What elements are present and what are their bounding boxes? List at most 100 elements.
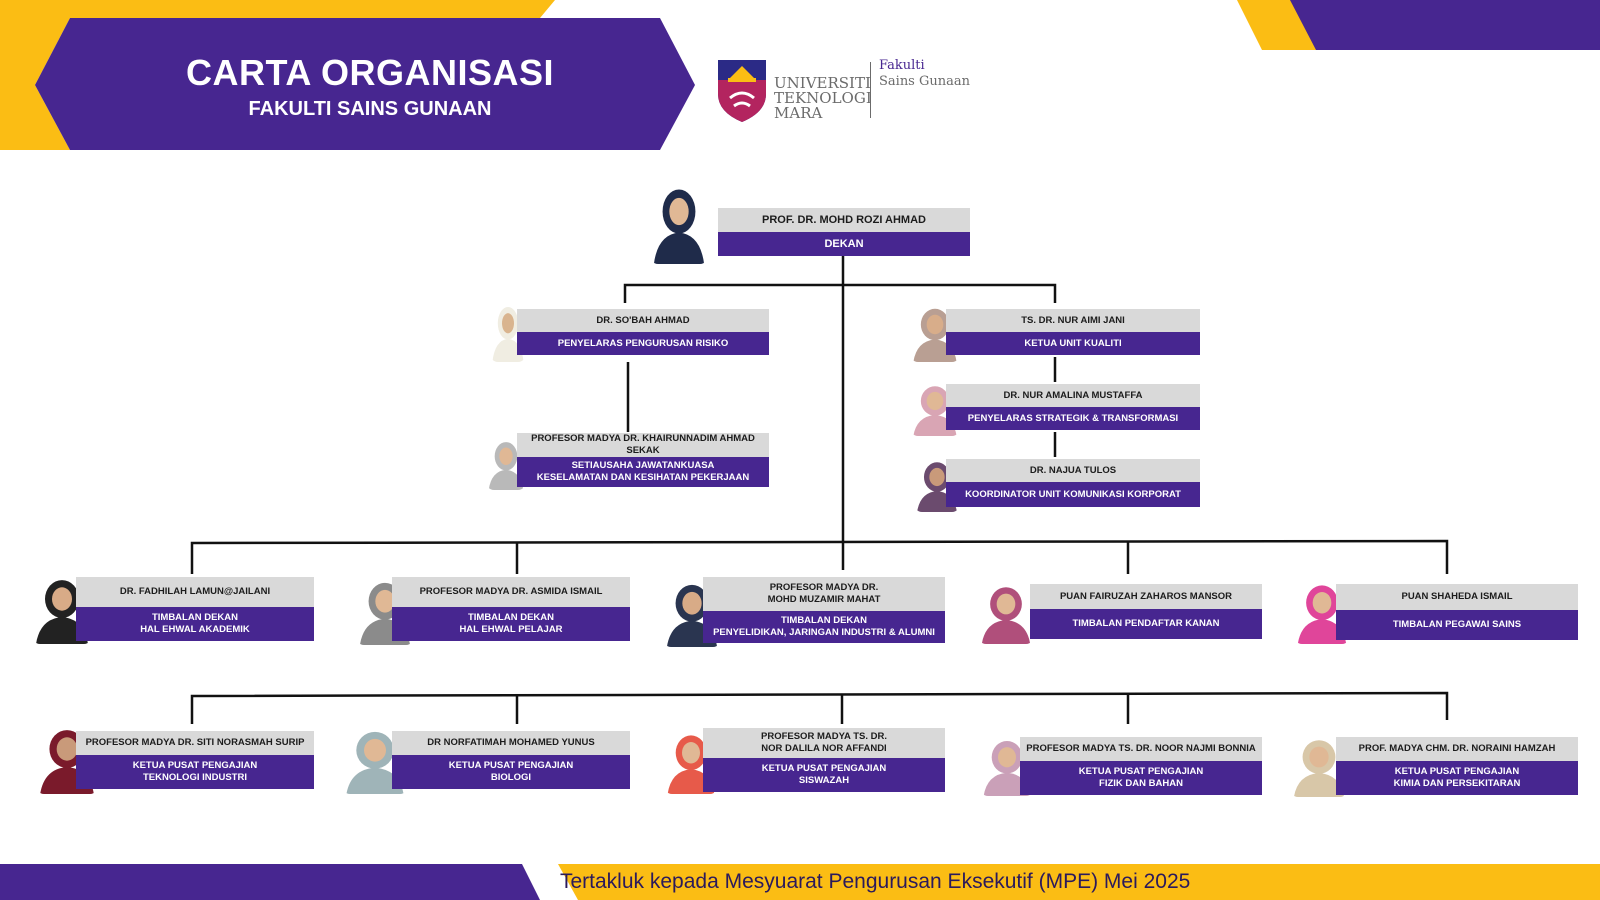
- person-name: PROFESOR MADYA TS. DR. NOR DALILA NOR AF…: [703, 728, 945, 758]
- person-name: DR. FADHILAH LAMUN@JAILANI: [76, 577, 314, 607]
- person-name-text: PROFESOR MADYA DR. SITI NORASMAH SURIP: [85, 737, 305, 748]
- person-role: TIMBALAN PENDAFTAR KANAN: [1030, 609, 1262, 639]
- person-role: KETUA PUSAT PENGAJIAN SISWAZAH: [703, 758, 945, 792]
- person-photo-row2-3: [980, 734, 1034, 796]
- logo-text-line1: UNIVERSITI: [774, 74, 871, 92]
- person-role: SETIAUSAHA JAWATANKUASA KESELAMATAN DAN …: [517, 457, 769, 487]
- person-role-text: KETUA PUSAT PENGAJIAN SISWAZAH: [761, 763, 887, 786]
- person-photo-row1-0: [32, 572, 92, 644]
- person-name: DR. NUR AMALINA MUSTAFFA: [946, 384, 1200, 407]
- person-role-text: PENYELARAS PENGURUSAN RISIKO: [557, 337, 729, 349]
- person-role: KETUA UNIT KUALITI: [946, 332, 1200, 355]
- person-role-text: KETUA UNIT KUALITI: [1024, 337, 1122, 349]
- person-role: KOORDINATOR UNIT KOMUNIKASI KORPORAT: [946, 482, 1200, 507]
- person-name: PROF. DR. MOHD ROZI AHMAD: [718, 208, 970, 232]
- person-name-text: DR. NAJUA TULOS: [1029, 464, 1117, 476]
- person-role: PENYELARAS PENGURUSAN RISIKO: [517, 332, 769, 355]
- person-role: TIMBALAN DEKAN HAL EHWAL AKADEMIK: [76, 607, 314, 641]
- person-photo-row2-4: [1290, 733, 1348, 797]
- person-name: PROFESOR MADYA DR. SITI NORASMAH SURIP: [76, 731, 314, 755]
- person-role: KETUA PUSAT PENGAJIAN KIMIA DAN PERSEKIT…: [1336, 761, 1578, 795]
- person-name-text: PROFESOR MADYA TS. DR. NOR DALILA NOR AF…: [761, 731, 887, 754]
- org-card-row2-0: PROFESOR MADYA DR. SITI NORASMAH SURIP KE…: [76, 731, 314, 789]
- org-card-row2-1: DR NORFATIMAH MOHAMED YUNUS KETUA PUSAT P…: [392, 731, 630, 789]
- person-name-text: PROF. DR. MOHD ROZI AHMAD: [762, 214, 926, 226]
- person-name-text: DR NORFATIMAH MOHAMED YUNUS: [427, 737, 595, 748]
- person-name-text: PROF. MADYA CHM. DR. NORAINI HAMZAH: [1358, 743, 1556, 754]
- person-name: PUAN FAIRUZAH ZAHAROS MANSOR: [1030, 584, 1262, 609]
- footer-note: Tertakluk kepada Mesyuarat Pengurusan Ek…: [560, 870, 1191, 893]
- person-name-text: PUAN FAIRUZAH ZAHAROS MANSOR: [1059, 590, 1233, 602]
- person-role-text: SETIAUSAHA JAWATANKUASA KESELAMATAN DAN …: [536, 460, 750, 483]
- person-photo-right_branch-1: [910, 380, 960, 436]
- person-name-text: PROFESOR MADYA DR. MOHD MUZAMIR MAHAT: [767, 582, 881, 605]
- person-photo-row2-1: [342, 724, 408, 794]
- title-banner: [35, 18, 695, 150]
- person-role: TIMBALAN DEKAN HAL EHWAL PELAJAR: [392, 607, 630, 641]
- person-role-text: TIMBALAN PEGAWAI SAINS: [1392, 619, 1522, 630]
- person-photo-row1-4: [1294, 578, 1350, 644]
- person-role: KETUA PUSAT PENGAJIAN TEKNOLOGI INDUSTRI: [76, 755, 314, 789]
- org-card-row1-2: PROFESOR MADYA DR. MOHD MUZAMIR MAHAT TIM…: [703, 577, 945, 643]
- logo-text-line3: MARA: [774, 104, 823, 122]
- person-photo-row1-3: [978, 580, 1034, 644]
- person-name-text: TS. DR. NUR AIMI JANI: [1021, 314, 1125, 326]
- person-role-text: DEKAN: [824, 238, 864, 250]
- org-card-row1-3: PUAN FAIRUZAH ZAHAROS MANSOR TIMBALAN PEN…: [1030, 584, 1262, 639]
- logo-text-line2: TEKNOLOGI: [774, 89, 872, 107]
- person-name: DR. SO'BAH AHMAD: [517, 309, 769, 332]
- logo-faculty-line2: Sains Gunaan: [879, 74, 970, 89]
- person-name: TS. DR. NUR AIMI JANI: [946, 309, 1200, 332]
- page-subtitle: FAKULTI SAINS GUNAAN: [248, 98, 492, 120]
- person-role-text: TIMBALAN PENDAFTAR KANAN: [1072, 618, 1220, 629]
- person-photo-right_branch-0: [910, 302, 960, 362]
- org-card-row1-4: PUAN SHAHEDA ISMAIL TIMBALAN PEGAWAI SAIN…: [1336, 584, 1578, 640]
- person-role-text: PENYELARAS STRATEGIK & TRANSFORMASI: [967, 412, 1179, 424]
- person-role-text: KETUA PUSAT PENGAJIAN BIOLOGI: [448, 760, 574, 783]
- person-role-text: KETUA PUSAT PENGAJIAN FIZIK DAN BAHAN: [1078, 766, 1204, 789]
- logo-divider: [870, 62, 871, 118]
- person-role-text: KETUA PUSAT PENGAJIAN KIMIA DAN PERSEKIT…: [1393, 766, 1521, 789]
- person-photo-row2-2: [664, 728, 718, 794]
- logo-faculty-line1: Fakulti: [879, 58, 925, 73]
- org-card-row1-1: PROFESOR MADYA DR. ASMIDA ISMAIL TIMBALAN…: [392, 577, 630, 641]
- person-role: DEKAN: [718, 232, 970, 256]
- org-card-right_branch-1: DR. NUR AMALINA MUSTAFFA PENYELARAS STRAT…: [946, 384, 1200, 430]
- org-card-left_branch-1: PROFESOR MADYA DR. KHAIRUNNADIM AHMAD SE…: [517, 433, 769, 487]
- person-photo-dean: [650, 180, 708, 264]
- person-name-text: PROFESOR MADYA DR. KHAIRUNNADIM AHMAD SE…: [531, 433, 755, 456]
- person-role: KETUA PUSAT PENGAJIAN BIOLOGI: [392, 755, 630, 789]
- uitm-logo-icon: [718, 60, 766, 122]
- org-card-row2-2: PROFESOR MADYA TS. DR. NOR DALILA NOR AF…: [703, 728, 945, 792]
- org-card-row2-3: PROFESOR MADYA TS. DR. NOOR NAJMI BONNIA…: [1020, 737, 1262, 795]
- page-title: CARTA ORGANISASI: [186, 52, 554, 93]
- person-name: DR NORFATIMAH MOHAMED YUNUS: [392, 731, 630, 755]
- person-name: PROFESOR MADYA DR. KHAIRUNNADIM AHMAD SE…: [517, 433, 769, 457]
- person-name-text: PUAN SHAHEDA ISMAIL: [1401, 591, 1513, 602]
- person-name: PROF. MADYA CHM. DR. NORAINI HAMZAH: [1336, 737, 1578, 761]
- org-card-right_branch-0: TS. DR. NUR AIMI JANI KETUA UNIT KUALITI: [946, 309, 1200, 355]
- person-name-text: PROFESOR MADYA DR. ASMIDA ISMAIL: [419, 586, 603, 597]
- person-name-text: DR. NUR AMALINA MUSTAFFA: [1003, 389, 1143, 401]
- person-role-text: TIMBALAN DEKAN HAL EHWAL PELAJAR: [459, 612, 563, 635]
- person-name: PUAN SHAHEDA ISMAIL: [1336, 584, 1578, 610]
- person-name-text: DR. FADHILAH LAMUN@JAILANI: [119, 586, 271, 597]
- person-role: TIMBALAN DEKAN PENYELIDIKAN, JARINGAN IN…: [703, 611, 945, 643]
- person-role: KETUA PUSAT PENGAJIAN FIZIK DAN BAHAN: [1020, 761, 1262, 795]
- org-card-row1-0: DR. FADHILAH LAMUN@JAILANI TIMBALAN DEKAN…: [76, 577, 314, 641]
- person-role-text: KOORDINATOR UNIT KOMUNIKASI KORPORAT: [965, 488, 1181, 500]
- person-role: PENYELARAS STRATEGIK & TRANSFORMASI: [946, 407, 1200, 430]
- person-name: DR. NAJUA TULOS: [946, 459, 1200, 482]
- person-photo-left_branch-1: [486, 436, 526, 490]
- org-connectors: [190, 255, 1449, 724]
- person-photo-left_branch-0: [490, 300, 526, 362]
- person-role-text: TIMBALAN DEKAN HAL EHWAL AKADEMIK: [140, 612, 250, 635]
- org-card-dean: PROF. DR. MOHD ROZI AHMAD DEKAN: [718, 208, 970, 256]
- person-name-text: PROFESOR MADYA TS. DR. NOOR NAJMI BONNIA: [1026, 743, 1256, 754]
- org-card-row2-4: PROF. MADYA CHM. DR. NORAINI HAMZAH KETUA…: [1336, 737, 1578, 795]
- person-role-text: TIMBALAN DEKAN PENYELIDIKAN, JARINGAN IN…: [713, 615, 935, 638]
- person-role-text: KETUA PUSAT PENGAJIAN TEKNOLOGI INDUSTRI: [132, 760, 258, 783]
- person-name: PROFESOR MADYA TS. DR. NOOR NAJMI BONNIA: [1020, 737, 1262, 761]
- person-name-text: DR. SO'BAH AHMAD: [596, 314, 690, 326]
